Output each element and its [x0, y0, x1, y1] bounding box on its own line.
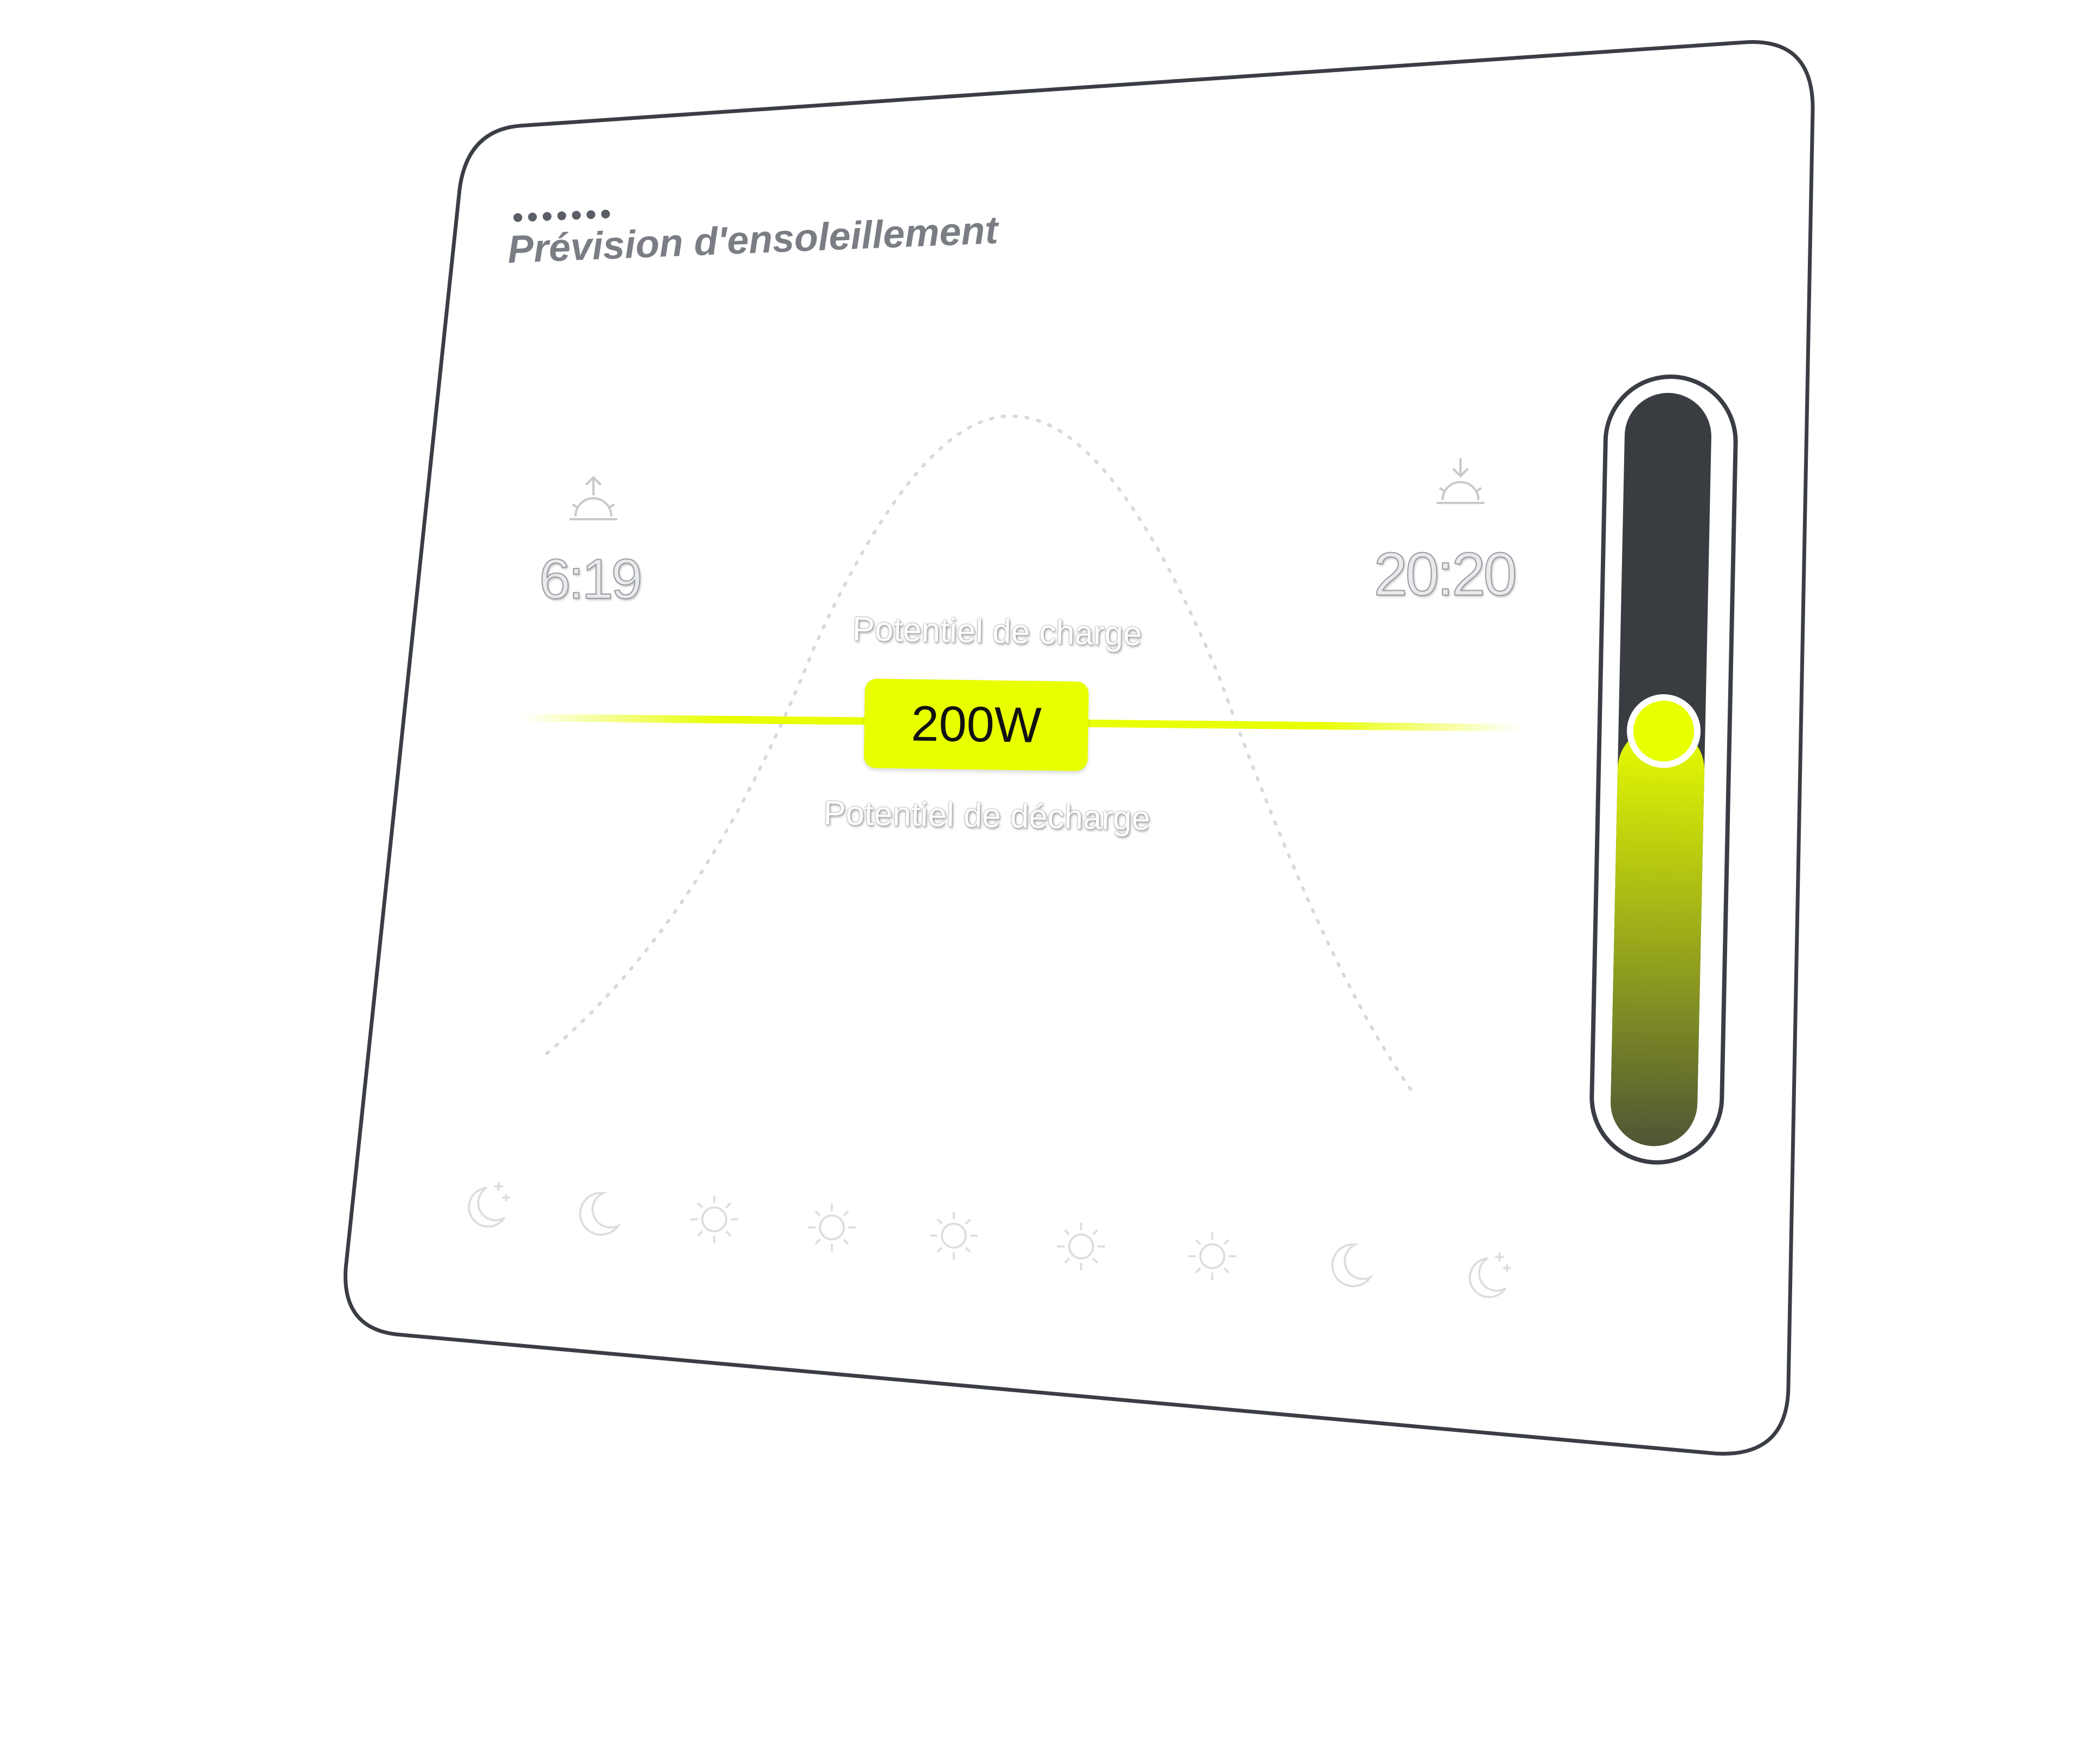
- power-value-badge: 200W: [863, 679, 1089, 771]
- sun-icon: [808, 1204, 856, 1251]
- moon-stars-icon: [468, 1182, 510, 1228]
- sunrise-icon: [570, 476, 617, 521]
- sun-path-arc: [545, 414, 1416, 1095]
- moon-icon: [1331, 1243, 1374, 1288]
- sunrise-time: 6:19: [539, 547, 643, 611]
- slider-knob: [1627, 694, 1701, 768]
- discharge-potential-label: Potentiel de décharge: [823, 794, 1151, 838]
- power-slider[interactable]: [1589, 374, 1738, 1165]
- moon-stars-icon: [1469, 1252, 1511, 1298]
- sun-icon: [690, 1196, 738, 1243]
- sunset-time: 20:20: [1373, 540, 1517, 609]
- charge-potential-label: Potentiel de charge: [852, 610, 1142, 653]
- sun-icon: [1057, 1223, 1105, 1270]
- sun-icon: [930, 1212, 978, 1259]
- moon-icon: [579, 1192, 622, 1236]
- sun-icon: [1188, 1232, 1236, 1280]
- sunset-icon: [1437, 458, 1484, 505]
